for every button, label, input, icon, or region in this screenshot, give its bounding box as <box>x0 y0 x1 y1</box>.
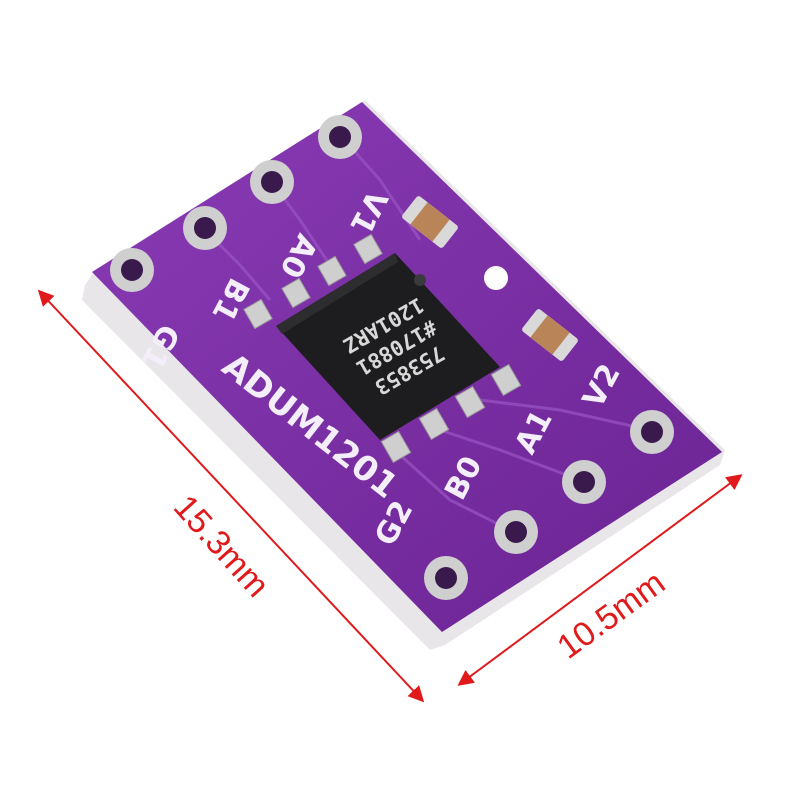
pad-a0 <box>250 160 294 204</box>
dimension-length-label: 15.3mm <box>166 488 276 605</box>
capacitor-c2 <box>522 309 578 361</box>
pad-b1 <box>183 206 227 250</box>
dimension-width-label: 10.5mm <box>550 564 672 667</box>
pad-v2 <box>630 410 674 454</box>
pad-a1 <box>562 460 606 504</box>
pad-g1 <box>110 248 154 292</box>
capacitor-c1 <box>402 196 458 248</box>
pad-g2 <box>424 556 468 600</box>
pad-b0 <box>494 510 538 554</box>
pad-v1 <box>318 115 362 159</box>
mounting-hole <box>484 266 508 290</box>
